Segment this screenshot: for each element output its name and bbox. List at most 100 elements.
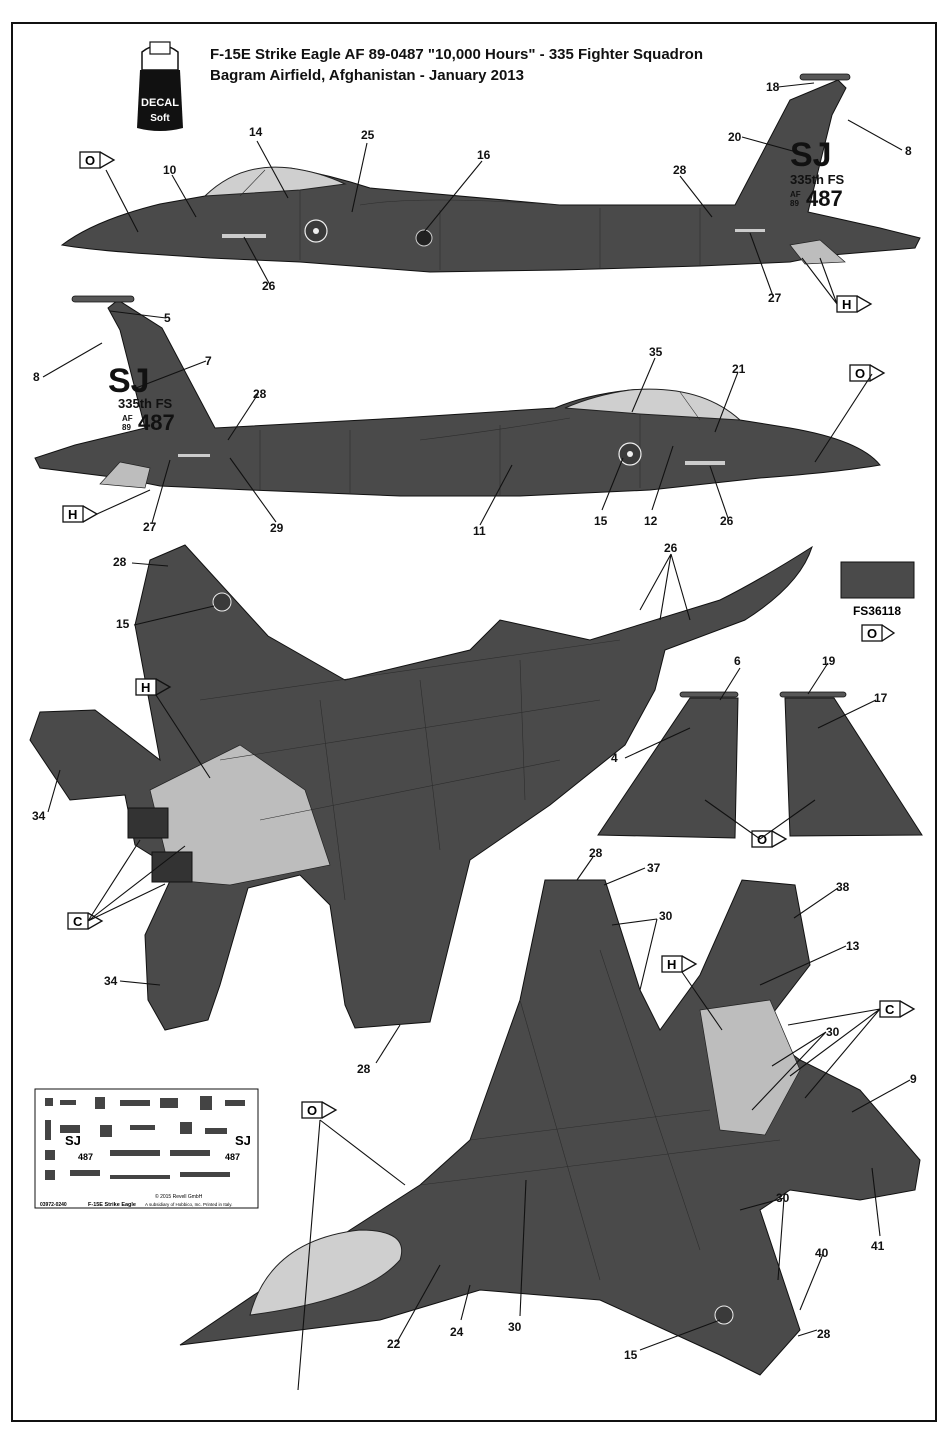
- callout-27-profile1: 27: [768, 291, 782, 305]
- stripe-27-1: [735, 229, 765, 232]
- callout-17: 17: [874, 691, 888, 705]
- callout-40: 40: [815, 1246, 829, 1260]
- heat-area-1: [789, 239, 846, 265]
- callout-38: 38: [836, 880, 850, 894]
- callout-25: 25: [361, 128, 375, 142]
- heat-area-top: [699, 999, 801, 1136]
- tail-code-2: SJ: [108, 362, 150, 400]
- logo-text-soft: Soft: [150, 113, 170, 124]
- logo-text-decal: DECAL: [141, 97, 179, 109]
- callout-35: 35: [649, 345, 663, 359]
- code-letter-h-3: H: [141, 680, 150, 695]
- callout-26-profile1: 26: [262, 279, 276, 293]
- fin-detail-left: [597, 691, 739, 839]
- tail-serial-1: 487: [806, 186, 843, 211]
- decal-sheet-part-no: 03972-0240: [40, 1202, 67, 1208]
- tail-af-1: AF: [790, 190, 801, 199]
- callout-numbers: 18 8 20 14 25 16 10 28 26 27 5 7 8 28 35…: [32, 80, 917, 1362]
- underside-view: [29, 544, 813, 1031]
- stripe-27-2: [178, 454, 210, 457]
- swatch-letter: O: [867, 626, 877, 641]
- tail-af-2: AF: [122, 414, 133, 423]
- code-box-h-4: H: [661, 955, 698, 973]
- callout-41: 41: [871, 1239, 885, 1253]
- jet-side-body-1: [60, 79, 921, 273]
- tail-year-1: 89: [790, 199, 799, 208]
- decal-sheet-code-right: SJ: [235, 1133, 251, 1148]
- callout-28-profile2: 28: [253, 387, 267, 401]
- callout-26-underside: 26: [664, 541, 678, 555]
- stripe-26-2: [685, 461, 725, 465]
- panel-lines-underside: [199, 639, 621, 901]
- decal-sheet-name: F-15E Strike Eagle: [88, 1202, 136, 1208]
- roundel-1-center: [313, 228, 319, 234]
- callout-30-topview-wing: 30: [659, 909, 673, 923]
- decal-sheet-serial-right: 487: [225, 1152, 240, 1162]
- code-letter-c-1: C: [73, 914, 83, 929]
- canopy-1: [203, 166, 347, 197]
- roundel-2-center: [627, 451, 633, 457]
- fin-pod-2: [71, 295, 135, 303]
- callout-24: 24: [450, 1325, 464, 1339]
- roundel-top: [714, 1305, 734, 1325]
- canopy-top: [249, 1229, 402, 1316]
- panel-lines-1: [239, 169, 701, 270]
- tail-squadron-1: 335th FS: [790, 172, 845, 187]
- fin-detail-right: [779, 691, 923, 837]
- code-box-c-1: C: [67, 912, 104, 930]
- fin-pod-1: [799, 73, 851, 81]
- page-frame: [11, 22, 937, 1422]
- heat-area-2: [99, 461, 151, 489]
- exhaust-nozzle-1: [127, 807, 169, 839]
- callout-20: 20: [728, 130, 742, 144]
- swatch-code: FS36118: [853, 604, 901, 618]
- decal-sheet-note: A subsidiary of Hobbico, Inc. Printed in…: [145, 1202, 232, 1207]
- tail-squadron-2: 335th FS: [118, 396, 173, 411]
- decal-sheet-thumbnail: SJ SJ 487 487 © 2015 Revell GmbH 03972-0…: [34, 1088, 259, 1209]
- squadron-emblem-1: [415, 229, 433, 247]
- code-box-o-2: O: [849, 364, 886, 382]
- fin-right: [784, 697, 923, 837]
- code-letter-h-1: H: [842, 297, 851, 312]
- callout-8-profile2: 8: [33, 370, 40, 384]
- fin-right-pod: [779, 691, 847, 698]
- callout-10: 10: [163, 163, 177, 177]
- callout-28-profile1: 28: [673, 163, 687, 177]
- stripe-26-1: [222, 234, 266, 238]
- callout-16: 16: [477, 148, 491, 162]
- title-line-2: Bagram Airfield, Afghanistan - January 2…: [210, 67, 524, 84]
- code-box-h-1: H: [836, 295, 873, 313]
- callout-27-profile2: 27: [143, 520, 157, 534]
- code-box-h-3: H: [135, 678, 172, 696]
- decal-sheet-copyright: © 2015 Revell GmbH: [155, 1193, 203, 1200]
- code-letter-h-2: H: [68, 507, 77, 522]
- callout-30-topview-fuselage: 30: [508, 1320, 522, 1334]
- callout-11: 11: [473, 524, 486, 538]
- leader-lines: [42, 82, 911, 1391]
- code-letter-o-3: O: [757, 832, 767, 847]
- code-box-o-4: O: [301, 1101, 338, 1119]
- code-letter-o-2: O: [855, 366, 865, 381]
- callout-15-topview: 15: [624, 1348, 638, 1362]
- swatch-letter-box: O: [861, 624, 896, 642]
- callout-15-profile2: 15: [594, 514, 608, 528]
- color-swatch: [840, 561, 915, 599]
- code-box-c-2: C: [879, 1000, 916, 1018]
- callout-14: 14: [249, 125, 263, 139]
- jet-side-body-2: [34, 299, 881, 497]
- callout-28-topview: 28: [589, 846, 603, 860]
- fin-left: [597, 697, 739, 839]
- side-profile-left: SJ 335th FS AF 89 487: [60, 73, 921, 273]
- tail-code-1: SJ: [790, 136, 832, 174]
- callout-12: 12: [644, 514, 658, 528]
- callout-28-underside: 28: [113, 555, 127, 569]
- title-line-1: F-15E Strike Eagle AF 89-0487 "10,000 Ho…: [210, 46, 704, 63]
- callout-30-topview-stab: 30: [776, 1191, 790, 1205]
- canopy-2: [564, 388, 742, 421]
- tail-year-2: 89: [122, 423, 131, 432]
- callout-29: 29: [270, 521, 284, 535]
- callout-34-upper: 34: [32, 809, 46, 823]
- callout-19: 19: [822, 654, 836, 668]
- callout-6: 6: [734, 654, 741, 668]
